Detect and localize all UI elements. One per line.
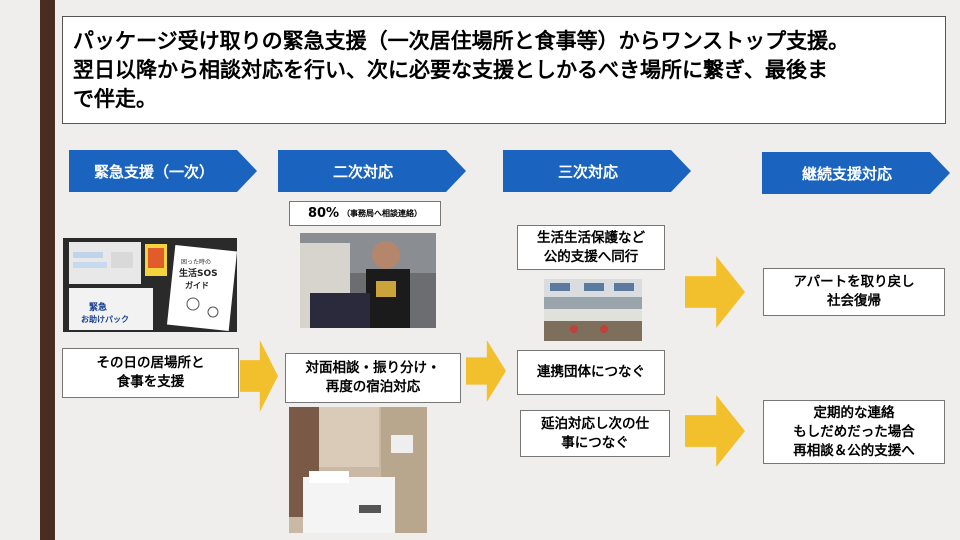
- package-box-line-2: お助けパック: [81, 314, 129, 324]
- box-extended-stay-job: 延泊対応し次の仕 事につなぐ: [520, 410, 670, 457]
- stage-arrow-second: 二次対応: [278, 150, 466, 192]
- box-social-return: アパートを取り戻し 社会復帰: [763, 268, 945, 316]
- flow-arrow-2: [466, 340, 506, 402]
- box-line: アパートを取り戻し: [793, 274, 915, 290]
- box-line: もしだめだった場合: [793, 423, 915, 440]
- box-line: 延泊対応し次の仕: [541, 415, 649, 432]
- box-line: 定期的な連絡: [813, 404, 895, 421]
- box-line: 生活生活保護など: [537, 229, 645, 246]
- box-line: 公的支援へ同行: [543, 248, 639, 265]
- guide-line-1: 困った時の: [181, 258, 211, 266]
- box-line: 連携団体につなぐ: [537, 364, 645, 380]
- box-partner-organizations: 連携団体につなぐ: [517, 350, 665, 395]
- left-accent-bar: [40, 0, 55, 540]
- title-line-3: で伴走。: [73, 87, 157, 111]
- box-face-to-face-consultation: 対面相談・振り分け・ 再度の宿泊対応: [285, 353, 461, 403]
- emergency-package-photo: 緊急 お助けパック 困った時の 生活SOS ガイド: [63, 238, 237, 332]
- percentage-note: 80% （事務局へ相談連絡）: [289, 201, 441, 226]
- guide-line-3: ガイド: [185, 280, 209, 290]
- box-line: 社会復帰: [827, 293, 881, 309]
- stage-arrow-emergency: 緊急支援（一次）: [69, 150, 257, 192]
- box-line: その日の居場所と: [96, 355, 205, 371]
- percentage-note-detail: （事務局へ相談連絡）: [342, 209, 423, 218]
- flow-arrow-1: [240, 340, 278, 412]
- stage-label: 緊急支援（一次）: [93, 162, 214, 181]
- stage-label: 継続支援対応: [801, 164, 892, 183]
- stage-arrow-third: 三次対応: [503, 150, 691, 192]
- box-line: 食事を支援: [116, 374, 185, 390]
- box-line: 再相談＆公的支援へ: [793, 442, 915, 459]
- box-public-support: 生活生活保護など 公的支援へ同行: [517, 225, 665, 270]
- guide-line-2: 生活SOS: [179, 267, 218, 279]
- stage-label: 二次対応: [332, 162, 393, 181]
- title-line-1: パッケージ受け取りの緊急支援（一次居住場所と食事等）からワンストップ支援。: [73, 29, 850, 53]
- box-line: 対面相談・振り分け・: [305, 360, 441, 376]
- hotel-room-photo: [289, 407, 427, 533]
- title-line-2: 翌日以降から相談対応を行い、次に必要な支援としかるべき場所に繋ぎ、最後ま: [73, 58, 828, 82]
- stage-arrow-continuing: 継続支援対応: [762, 152, 950, 194]
- percentage-value: 80%: [307, 206, 340, 221]
- title-box: パッケージ受け取りの緊急支援（一次居住場所と食事等）からワンストップ支援。 翌日…: [62, 16, 946, 124]
- box-line: 事につなぐ: [561, 434, 629, 451]
- consultation-photo: [300, 233, 436, 328]
- box-same-day-support: その日の居場所と 食事を支援: [62, 348, 239, 398]
- flow-arrow-4: [685, 395, 745, 467]
- box-follow-up: 定期的な連絡 もしだめだった場合 再相談＆公的支援へ: [763, 400, 945, 464]
- box-line: 再度の宿泊対応: [325, 379, 421, 395]
- stage-label: 三次対応: [557, 162, 618, 181]
- package-box-line-1: 緊急: [89, 301, 107, 313]
- office-counter-photo: [544, 279, 642, 341]
- flow-arrow-3: [685, 256, 745, 328]
